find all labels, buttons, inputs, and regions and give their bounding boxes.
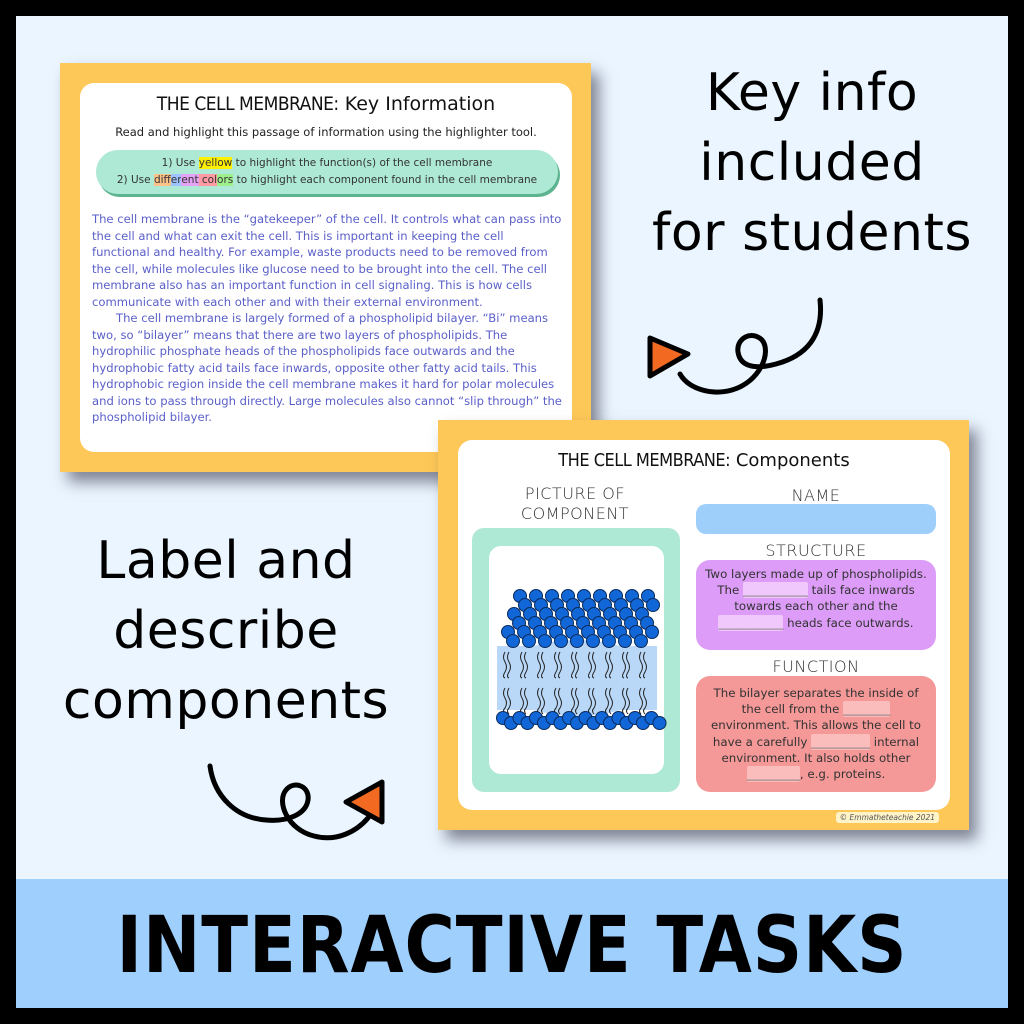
structure-text-1: Two layers made up of phospholipids. The (705, 567, 927, 598)
passage-paragraph-1[interactable]: The cell membrane is the “gatekeeper” of… (92, 212, 562, 309)
function-text-2: environment. This allows the cell to hav… (710, 718, 922, 749)
components-slide-page: THE CELL MEMBRANE: Components PICTURE OF… (458, 440, 950, 810)
picture-drop-zone[interactable] (489, 546, 667, 774)
instr2-post: to highlight each component found in the… (233, 174, 538, 186)
key-info-slide-page: THE CELL MEMBRANE: Key Information Read … (80, 83, 572, 452)
structure-heading: STRUCTURE (765, 541, 867, 560)
components-slide: THE CELL MEMBRANE: Components PICTURE OF… (438, 420, 969, 830)
function-box: The bilayer separates the inside of the … (696, 676, 936, 792)
structure-text-3: heads face outwards. (783, 615, 914, 630)
curly-arrow-right-icon (207, 763, 385, 841)
function-blank-2[interactable]: __________ (811, 733, 871, 750)
callout-key-info-line-3: for students (652, 203, 972, 263)
highlight-part-red: col (198, 174, 218, 186)
promo-canvas: THE CELL MEMBRANE: Key Information Read … (16, 16, 1008, 1008)
instr1-post: to highlight the function(s) of the cell… (232, 157, 493, 169)
highlight-part-blue: fer (170, 174, 182, 186)
copyright-credit: © Emmatheteachie 2021 (835, 812, 939, 823)
instr2-pre: 2) Use (116, 174, 154, 186)
name-heading: NAME (791, 486, 841, 505)
components-title-rest: Components (730, 450, 850, 471)
function-text-4: , e.g. proteins. (799, 767, 886, 782)
components-title: THE CELL MEMBRANE: Components (458, 450, 950, 471)
function-text-3: internal environment. It also holds othe… (721, 734, 920, 765)
callout-label-line-3: components (62, 671, 390, 731)
function-text-1: The bilayer separates the inside of the … (713, 686, 919, 717)
highlight-part-purple: ent (181, 174, 199, 186)
picture-heading-line-2: COMPONENT (520, 504, 630, 523)
callout-key-info-line-2: included (699, 133, 925, 193)
name-input-box[interactable] (696, 504, 936, 534)
picture-heading-line-1: PICTURE OF (524, 484, 626, 503)
structure-text-2: tails face inwards towards each other an… (734, 583, 915, 614)
key-info-slide: THE CELL MEMBRANE: Key Information Read … (60, 63, 591, 472)
highlight-yellow-word: yellow (198, 157, 233, 169)
curly-arrow-left-icon (647, 297, 824, 395)
highlight-part-green: ors (217, 174, 234, 186)
highlight-instructions: 1) Use yellow to highlight the function(… (96, 150, 558, 194)
components-title-caps: THE CELL MEMBRANE: (558, 450, 731, 471)
callout-label-describe: Label and describe components (30, 526, 422, 736)
callout-key-info: Key info included for students (616, 58, 1008, 268)
function-heading: FUNCTION (772, 657, 860, 676)
function-blank-3[interactable]: _________ (746, 766, 800, 783)
key-info-title: THE CELL MEMBRANE: Key Information (80, 93, 572, 115)
picture-heading: PICTURE OF COMPONENT (472, 484, 678, 524)
instr1-pre: 1) Use (161, 157, 199, 169)
highlight-part-orange: dif (153, 174, 171, 186)
callout-key-info-line-1: Key info (705, 63, 919, 123)
callout-label-line-1: Label and (96, 531, 356, 591)
structure-blank-2[interactable]: ___________ (718, 614, 784, 631)
passage-paragraph-2[interactable]: The cell membrane is largely formed of a… (92, 311, 562, 424)
callout-label-line-2: describe (113, 601, 339, 661)
structure-blank-1[interactable]: ___________ (742, 582, 808, 599)
key-info-title-rest: Key Information (338, 93, 496, 115)
key-info-passage[interactable]: The cell membrane is the “gatekeeper” of… (92, 211, 562, 426)
picture-frame (472, 528, 680, 792)
structure-box: Two layers made up of phospholipids. The… (696, 560, 936, 650)
key-info-subtitle: Read and highlight this passage of infor… (115, 125, 537, 139)
instruction-line-1: 1) Use yellow to highlight the function(… (96, 155, 558, 172)
banner-title: INTERACTIVE TASKS (116, 901, 908, 991)
bottom-banner: INTERACTIVE TASKS (16, 879, 1008, 1008)
function-blank-1[interactable]: ________ (843, 701, 891, 718)
phospholipid-bilayer-image[interactable] (496, 589, 667, 730)
instruction-line-2: 2) Use different colors to highlight eac… (96, 172, 558, 189)
key-info-title-caps: THE CELL MEMBRANE: (156, 93, 339, 115)
